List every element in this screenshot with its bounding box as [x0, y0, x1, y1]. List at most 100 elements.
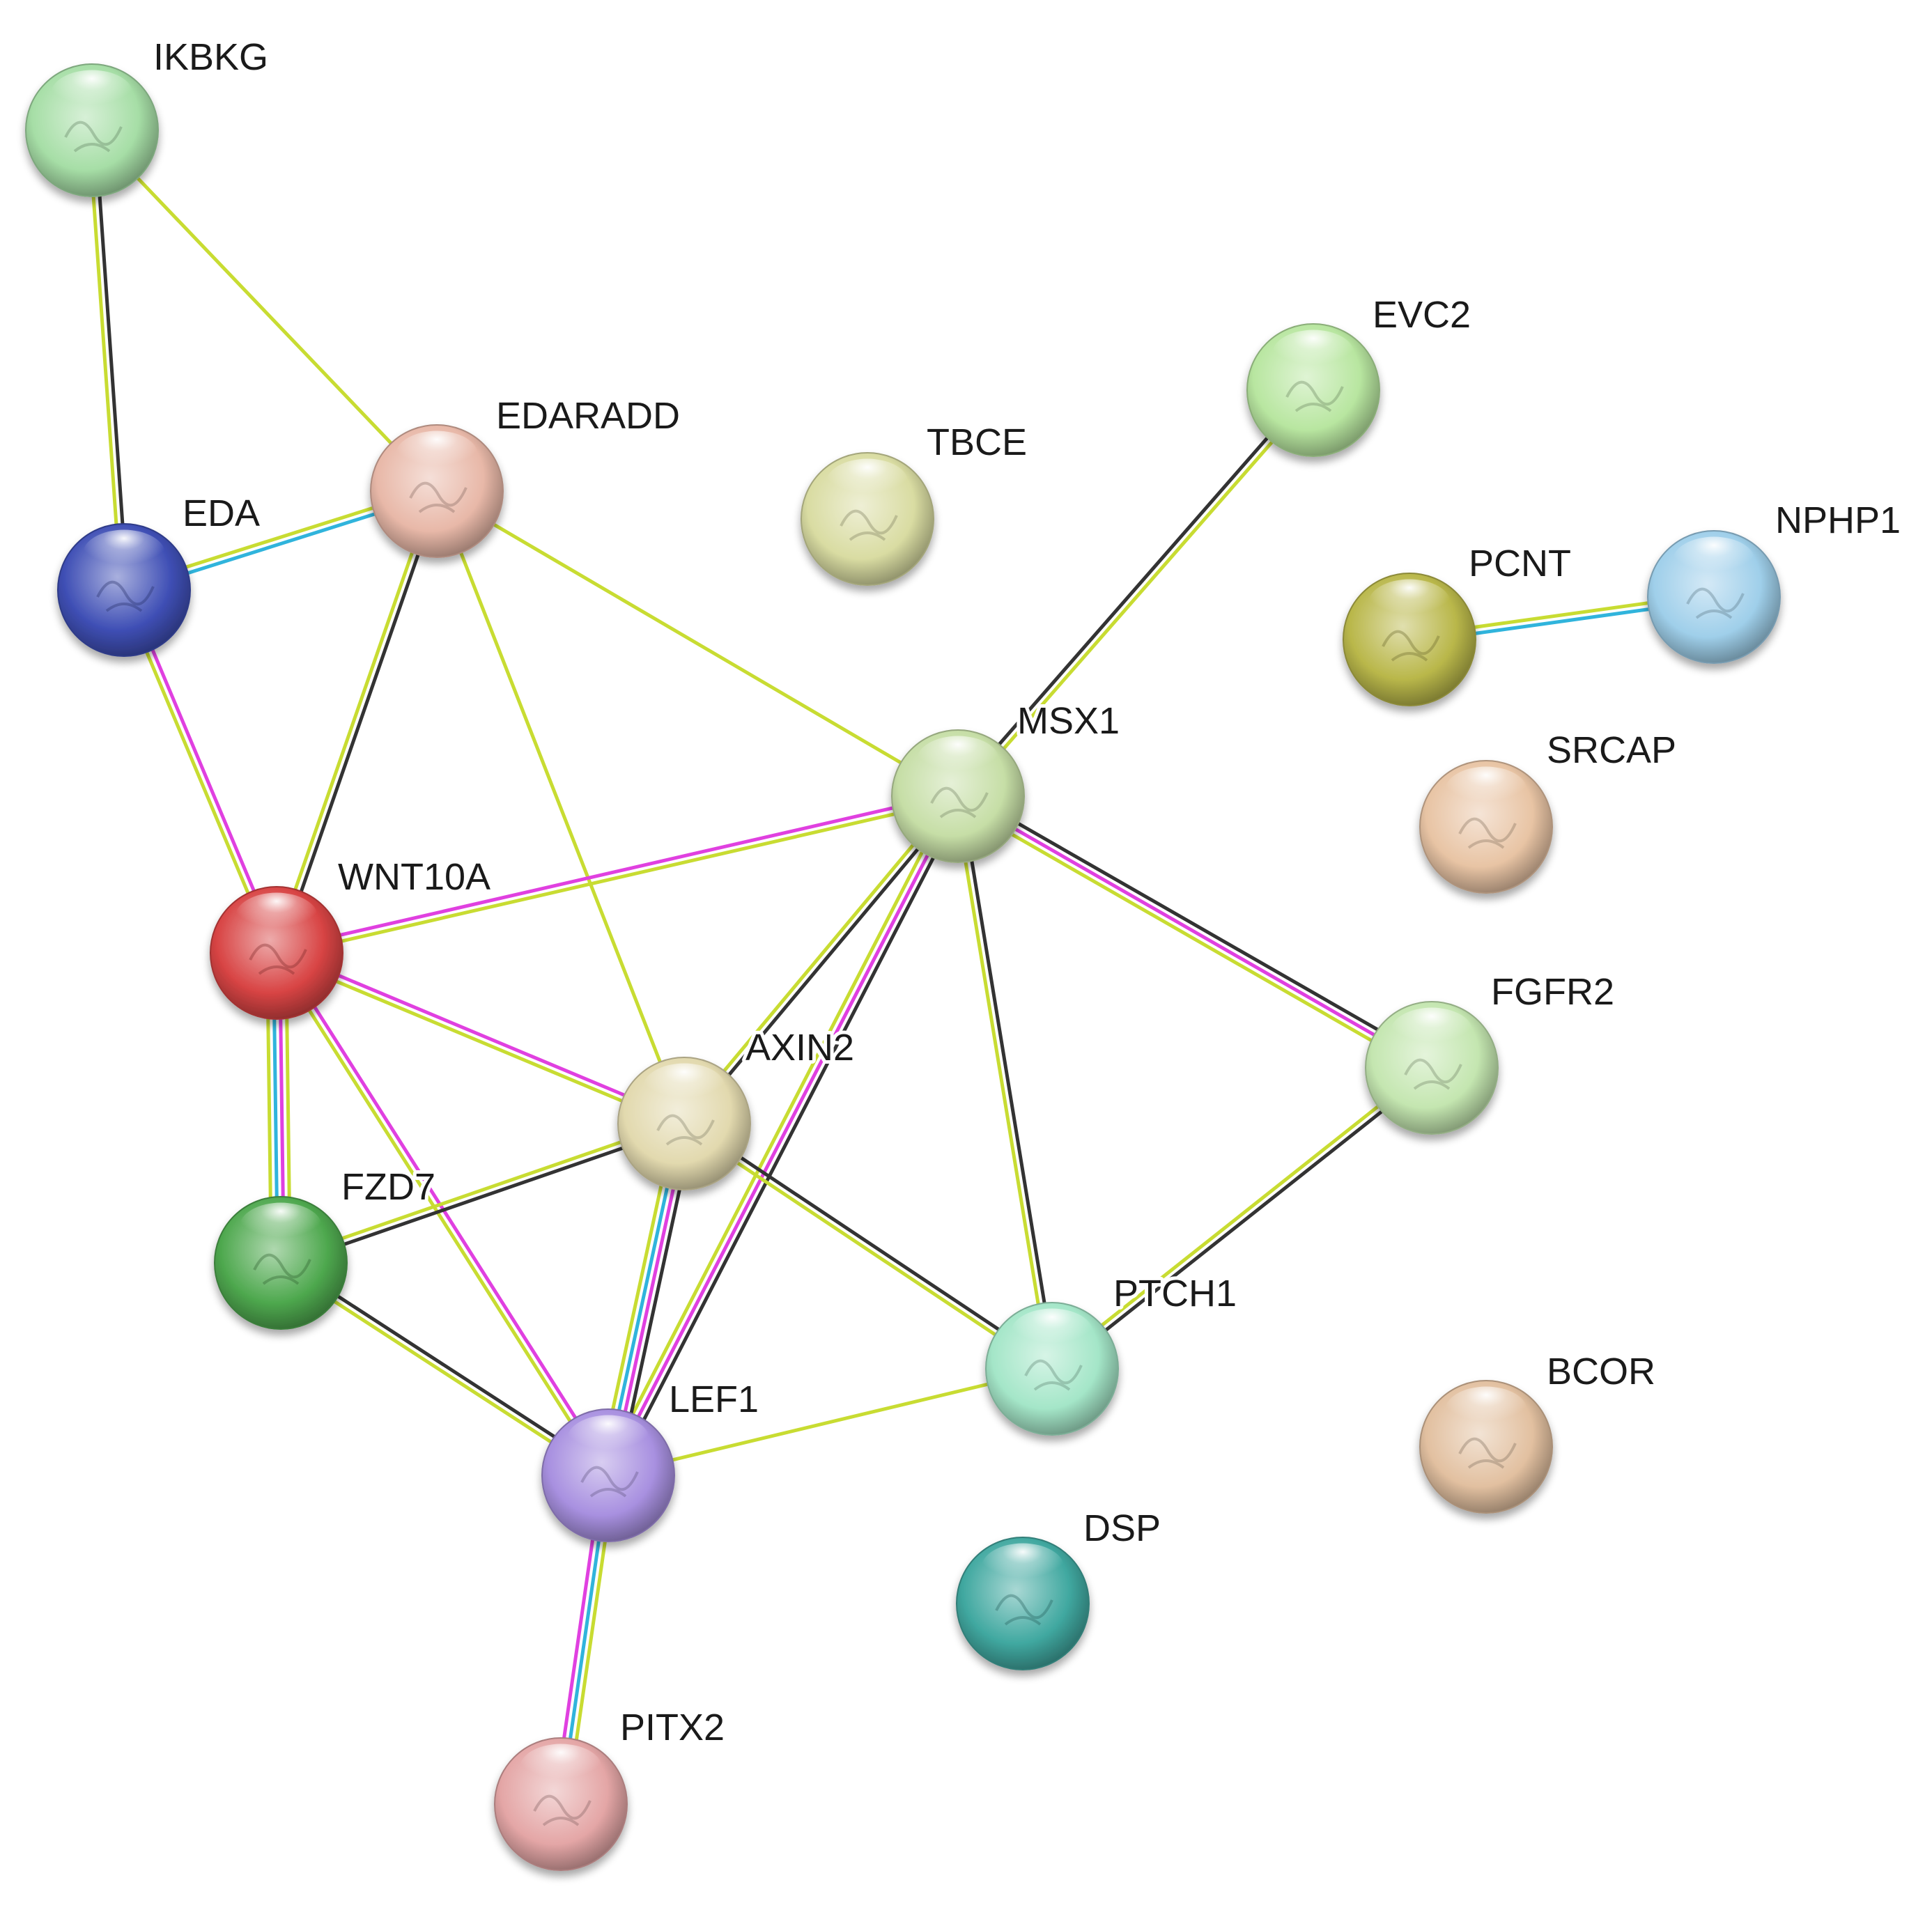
protein-structure-icon: [1024, 1359, 1083, 1391]
node-label: AXIN2: [745, 1027, 854, 1069]
node-label: PITX2: [620, 1707, 725, 1748]
edge-wnt10a-lef1: [272, 949, 613, 1479]
edge-line-coexpression: [959, 789, 1437, 1064]
node-highlight: [1445, 766, 1527, 814]
protein-structure-icon: [580, 1466, 639, 1498]
node-label: NPHP1: [1775, 499, 1901, 541]
node-label: PTCH1: [1113, 1273, 1237, 1314]
node-highlight: [1391, 1007, 1473, 1055]
protein-structure-icon: [1686, 587, 1745, 619]
node-lef1[interactable]: LEF1: [541, 1375, 762, 1542]
edge-line-coexpression: [683, 1119, 1056, 1368]
edge-line-textmining: [272, 952, 608, 1479]
edge-edaradd-axin2: [435, 489, 686, 1126]
node-label: EDARADD: [496, 395, 680, 437]
protein-structure-icon: [249, 943, 307, 975]
edge-msx1-fgfr2: [953, 789, 1437, 1076]
edge-line-textmining: [435, 489, 686, 1126]
edge-line-textmining: [606, 1367, 1054, 1477]
node-highlight: [83, 529, 165, 577]
node-label: IKBKG: [153, 36, 268, 78]
protein-structure-icon: [96, 580, 155, 612]
node-highlight: [1445, 1386, 1527, 1434]
node-highlight: [235, 892, 318, 940]
edge-line-textmining: [681, 1124, 1053, 1374]
protein-structure-icon: [656, 1114, 715, 1146]
node-label: SRCAP: [1547, 729, 1676, 771]
node-pcnt[interactable]: PCNT: [1343, 539, 1575, 706]
edge-line-textmining: [1048, 1063, 1432, 1368]
node-label: WNT10A: [338, 856, 490, 898]
node-highlight: [240, 1202, 322, 1250]
edge-msx1-ptch1: [953, 793, 1057, 1372]
protein-structure-icon: [1382, 630, 1440, 662]
node-highlight: [567, 1415, 649, 1463]
node-highlight: [1011, 1308, 1093, 1356]
edge-ikbkg-edaradd: [90, 128, 439, 493]
edge-msx1-axin2: [680, 792, 962, 1128]
node-highlight: [396, 430, 478, 479]
edge-axin2-fzd7: [278, 1119, 687, 1268]
node-bcor[interactable]: BCOR: [1419, 1347, 1659, 1514]
edge-line-experimental: [274, 791, 959, 952]
node-highlight: [982, 1543, 1064, 1591]
protein-structure-icon: [1404, 1058, 1462, 1090]
edge-msx1-lef1: [601, 791, 966, 1480]
edge-line-textmining: [275, 797, 961, 958]
edge-line-experimental: [276, 948, 688, 1123]
node-srcap[interactable]: SRCAP: [1419, 726, 1680, 894]
node-label: FZD7: [341, 1166, 435, 1208]
node-highlight: [1272, 329, 1354, 378]
edge-edaradd-msx1: [435, 489, 960, 798]
edge-line-coexpression: [279, 1124, 687, 1268]
edge-line-textmining: [278, 1119, 686, 1262]
node-eda[interactable]: EDA: [57, 489, 263, 657]
node-axin2[interactable]: AXIN2: [617, 1023, 858, 1190]
node-pitx2[interactable]: PITX2: [494, 1703, 728, 1871]
edge-line-experimental: [606, 794, 960, 1477]
node-label: FGFR2: [1491, 971, 1614, 1013]
edge-line-coexpression: [959, 793, 1057, 1370]
node-nphp1[interactable]: NPHP1: [1647, 496, 1904, 664]
node-label: PCNT: [1469, 543, 1571, 584]
edge-line-coexpression: [612, 797, 966, 1480]
node-wnt10a[interactable]: WNT10A: [210, 853, 494, 1020]
node-evc2[interactable]: EVC2: [1246, 290, 1474, 457]
edge-wnt10a-axin2: [273, 948, 688, 1128]
protein-structure-icon: [533, 1794, 592, 1826]
edge-line-coexpression: [954, 386, 1313, 796]
edge-line-textmining: [680, 792, 958, 1124]
node-ptch1[interactable]: PTCH1: [985, 1269, 1240, 1436]
node-tbce[interactable]: TBCE: [801, 418, 1030, 586]
node-fzd7[interactable]: FZD7: [214, 1163, 439, 1330]
protein-structure-icon: [1285, 380, 1344, 412]
edge-line-coexpression: [684, 796, 962, 1128]
node-highlight: [826, 458, 909, 506]
edge-line-experimental: [277, 949, 613, 1476]
edge-line-textmining: [273, 954, 685, 1128]
node-highlight: [51, 70, 133, 118]
protein-structure-icon: [64, 121, 123, 153]
edge-line-textmining: [87, 128, 123, 592]
node-label: LEF1: [669, 1379, 759, 1420]
edge-line-textmining: [601, 791, 955, 1475]
node-label: EVC2: [1373, 294, 1471, 336]
node-label: TBCE: [927, 421, 1027, 463]
node-highlight: [1673, 536, 1755, 584]
edge-fgfr2-ptch1: [1048, 1063, 1436, 1374]
node-dsp[interactable]: DSP: [956, 1504, 1164, 1670]
edge-axin2-ptch1: [681, 1119, 1056, 1374]
protein-structure-icon: [1458, 1437, 1517, 1469]
edge-line-textmining: [90, 128, 439, 493]
edge-line-textmining: [435, 489, 960, 798]
node-fgfr2[interactable]: FGFR2: [1365, 968, 1618, 1135]
node-msx1[interactable]: MSX1: [891, 697, 1123, 863]
node-edaradd[interactable]: EDARADD: [370, 391, 683, 558]
node-ikbkg[interactable]: IKBKG: [25, 33, 272, 197]
protein-structure-icon: [840, 509, 898, 541]
node-label: DSP: [1083, 1507, 1161, 1549]
edge-lef1-ptch1: [606, 1367, 1054, 1477]
edge-line-textmining: [953, 800, 1431, 1076]
